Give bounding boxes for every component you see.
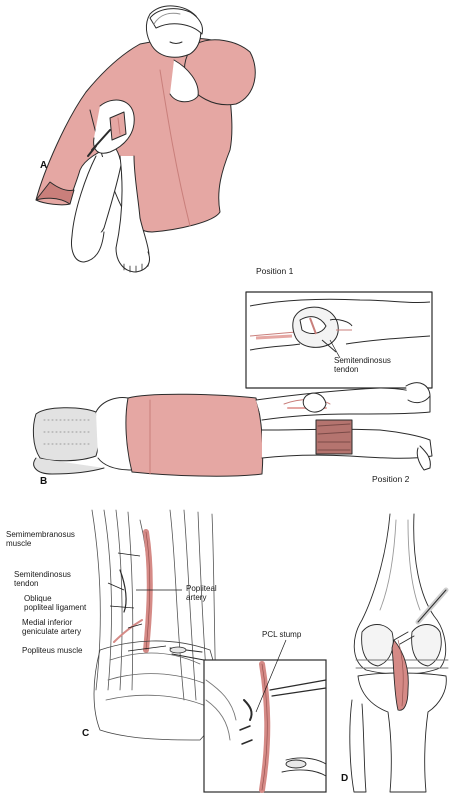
label-medial-inferior-geniculate: Medial inferior geniculate artery (22, 618, 82, 636)
label-popliteus-muscle: Popliteus muscle (22, 646, 83, 655)
pcl-stump (243, 699, 253, 721)
foot-b-top (405, 382, 431, 404)
panel-b-figure (32, 382, 433, 477)
pcl-graft (391, 639, 409, 711)
panel-c-figure (91, 509, 217, 741)
arthroscope (87, 129, 111, 157)
label-semimembranosus: Semimembranosus muscle (6, 530, 75, 548)
panel-label-d: D (341, 773, 349, 784)
label-oblique-popliteal-ligament: Oblique popliteal ligament (24, 594, 87, 612)
label-pcl-stump: PCL stump (262, 630, 302, 639)
panel-d-figure (349, 513, 449, 793)
panel-c-inset (203, 659, 327, 793)
panel-a-figure (35, 5, 256, 273)
foot-b-bottom (416, 445, 431, 471)
inset-frame-1 (245, 291, 433, 389)
position-1-label: Position 1 (256, 266, 294, 276)
panel-label-a: A (40, 160, 48, 171)
drape-sheet-b (125, 393, 264, 477)
leader-lines (107, 339, 341, 713)
panel-label-c: C (82, 728, 90, 739)
label-semitendinosus-inset: Semitendinosus tendon (334, 356, 391, 374)
panel-label-b: B (40, 476, 48, 487)
position-1-inset (245, 291, 433, 389)
label-popliteal-artery: Popliteal artery (186, 584, 217, 602)
pillow-b (32, 407, 100, 462)
foot-right (115, 247, 150, 273)
foot-left (71, 231, 105, 263)
position-2-label: Position 2 (372, 474, 410, 484)
knee-b (302, 392, 327, 413)
label-semitendinosus-tendon: Semitendinosus tendon (14, 570, 71, 588)
